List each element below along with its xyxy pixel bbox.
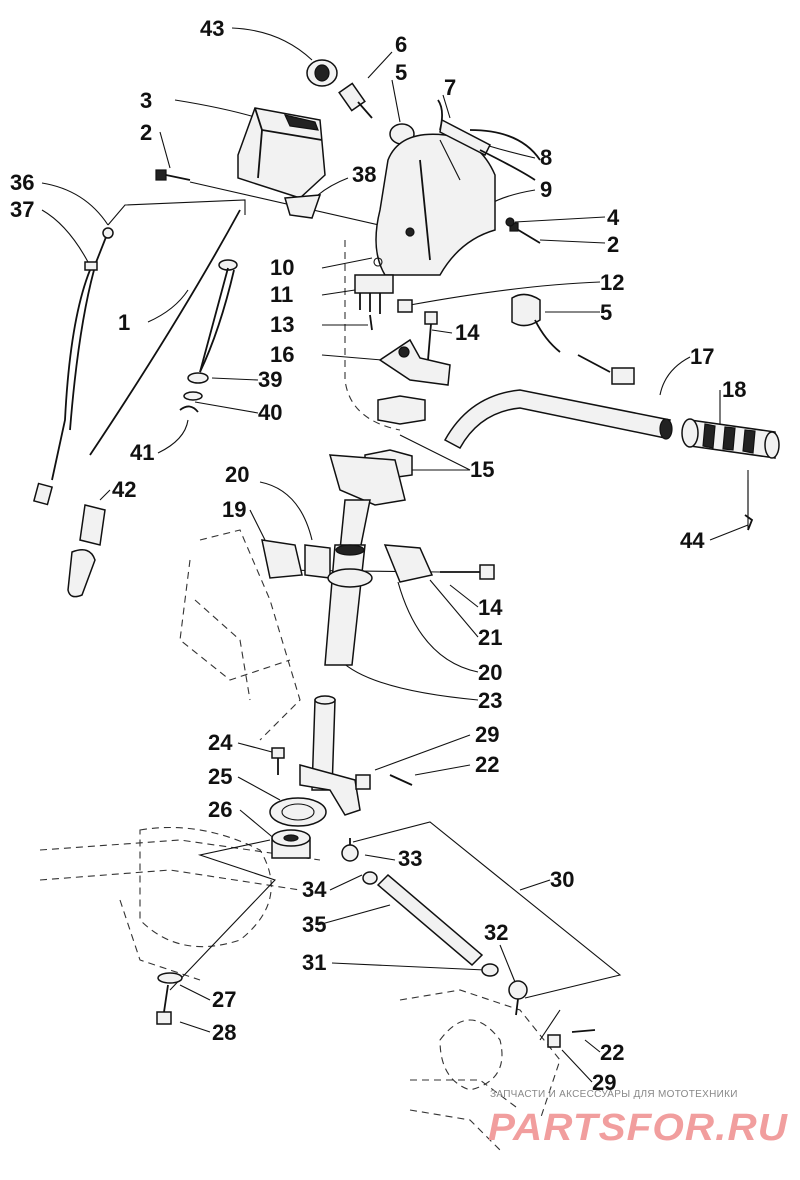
callout-32: 32 (484, 920, 508, 945)
watermark-caption: ЗАПЧАСТИ И АКСЕССУАРЫ ДЛЯ МОТОТЕХНИКИ (490, 1089, 738, 1100)
watermark-brand: PARTSFOR.RU (488, 1107, 789, 1149)
jam-nut-31 (481, 963, 499, 977)
bearing-block-19 (261, 539, 303, 579)
bolt-28 (156, 984, 172, 1025)
bolt-14-mid (440, 564, 495, 580)
callout-5-right: 5 (600, 300, 612, 325)
callout-21: 21 (478, 625, 502, 650)
callout-1: 1 (118, 310, 130, 335)
callout-9: 9 (540, 177, 552, 202)
callout-17: 17 (690, 344, 714, 369)
callout-5-top: 5 (395, 60, 407, 85)
bracket-38 (284, 194, 322, 219)
bolt-24 (271, 747, 285, 775)
bearing-26 (271, 829, 311, 859)
callout-22-top: 22 (475, 752, 499, 777)
callout-38: 38 (352, 162, 376, 187)
callout-37: 37 (10, 197, 34, 222)
jam-nut-34 (362, 871, 378, 885)
bolt-14-top (424, 311, 438, 361)
callout-11: 11 (270, 282, 293, 307)
callout-31: 31 (302, 950, 326, 975)
cotter-22-top (389, 774, 413, 786)
callout-4: 4 (607, 205, 620, 230)
callout-33: 33 (398, 846, 422, 871)
callout-42: 42 (112, 477, 136, 502)
callout-6: 6 (395, 32, 407, 57)
bushing-20-left (304, 544, 331, 579)
plate-25 (269, 797, 327, 827)
callout-23: 23 (478, 688, 502, 713)
speedometer-3 (237, 107, 326, 199)
steering-post-lower (299, 695, 361, 816)
callout-44: 44 (680, 528, 705, 553)
tie-rod-35 (376, 873, 484, 967)
nut-29-bottom (547, 1034, 561, 1048)
callout-14-mid: 14 (478, 595, 503, 620)
callout-43: 43 (200, 16, 224, 41)
callout-40: 40 (258, 400, 282, 425)
screw-2-right (509, 222, 541, 244)
switch-block-11 (354, 257, 413, 331)
callout-3: 3 (140, 88, 152, 113)
washer-27 (157, 972, 183, 984)
callout-34: 34 (302, 877, 327, 902)
screw-2-top (155, 169, 191, 181)
callout-27: 27 (212, 987, 236, 1012)
callout-20-bottom: 20 (478, 660, 502, 685)
watermark: ЗАПЧАСТИ И АКСЕССУАРЫ ДЛЯ МОТОТЕХНИКИ PA… (488, 1089, 789, 1149)
handlebar-17 (443, 389, 673, 450)
screw-44 (744, 514, 754, 531)
callout-15: 15 (470, 457, 494, 482)
callout-20-top: 20 (225, 462, 249, 487)
callout-13: 13 (270, 312, 294, 337)
washer-4 (505, 217, 515, 227)
bearing-block-21 (383, 544, 434, 583)
callout-25: 25 (208, 764, 232, 789)
callout-30: 30 (550, 867, 574, 892)
callout-10: 10 (270, 255, 294, 280)
callout-36: 36 (10, 170, 34, 195)
phantom-context (39, 240, 561, 1151)
grommet-43 (306, 59, 338, 87)
bracket-16 (378, 338, 451, 386)
tie-rod-end-33 (341, 838, 359, 862)
bushing-20-right (327, 568, 373, 588)
callout-28: 28 (212, 1020, 236, 1045)
nut-29-top (355, 774, 371, 790)
trim-7-8 (437, 99, 541, 181)
grip-18 (681, 418, 780, 459)
callout-8: 8 (540, 145, 552, 170)
callout-29-top: 29 (475, 722, 499, 747)
tie-rod-end-32 (508, 980, 528, 1016)
callout-29-bottom: 29 (592, 1070, 616, 1095)
callout-2-left: 2 (140, 120, 152, 145)
callout-19: 19 (222, 497, 246, 522)
callout-18: 18 (722, 377, 746, 402)
callout-16: 16 (270, 342, 294, 367)
clamp-15-upper (377, 395, 426, 425)
callout-2-right: 2 (607, 232, 619, 257)
callout-numbers: 43 6 5 7 8 9 4 2 3 2 38 36 37 10 11 12 5… (10, 16, 746, 1095)
switch-5 (511, 293, 635, 385)
callout-24: 24 (208, 730, 233, 755)
washer-40 (183, 391, 203, 401)
callout-35: 35 (302, 912, 326, 937)
callout-41: 41 (130, 440, 154, 465)
speedometer-cable-1 (89, 209, 241, 456)
clip-41 (179, 405, 199, 413)
callout-7: 7 (444, 75, 456, 100)
cable-36-37 (32, 227, 114, 506)
callout-22-bottom: 22 (600, 1040, 624, 1065)
sleeve-42 (67, 504, 106, 598)
callout-14-top: 14 (455, 320, 480, 345)
callout-12: 12 (600, 270, 624, 295)
callout-39: 39 (258, 367, 282, 392)
dash-panel-9 (375, 133, 496, 276)
callout-26: 26 (208, 797, 232, 822)
grommet-39 (187, 372, 209, 384)
cotter-22-bottom (571, 1029, 596, 1033)
ignition-key-6 (338, 82, 373, 119)
